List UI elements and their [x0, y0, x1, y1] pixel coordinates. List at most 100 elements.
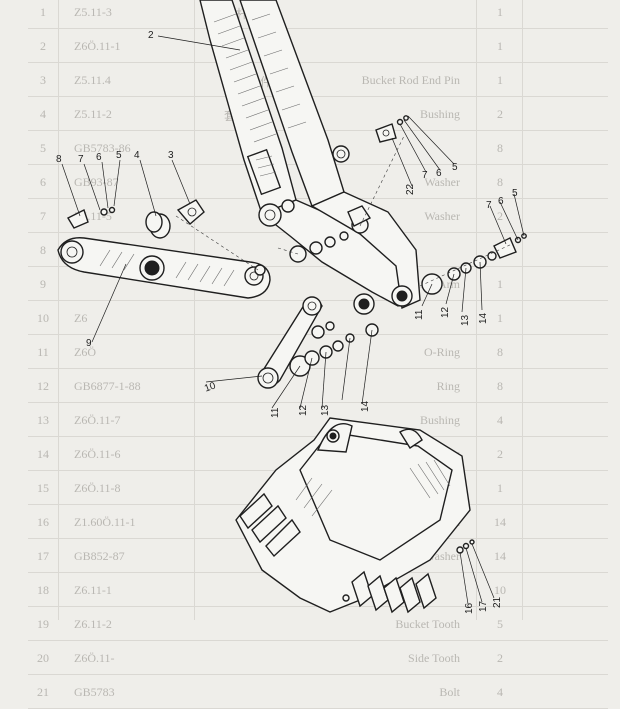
part-number: Z6	[74, 311, 88, 325]
callout-13: 13	[460, 314, 471, 326]
row-number: 15	[37, 481, 49, 495]
quantity: 4	[497, 413, 503, 427]
callout-4: 4	[134, 150, 140, 161]
quantity: 2	[497, 651, 503, 665]
table-column-rule	[476, 0, 477, 620]
part-number: GB6877-1-88	[74, 379, 141, 393]
callout-5: 5	[452, 162, 458, 173]
row-number: 13	[37, 413, 49, 427]
leader-lines	[61, 35, 525, 605]
part-number: Z6Ö.11-8	[74, 481, 121, 495]
quantity: 8	[497, 345, 503, 359]
row-number: 20	[37, 651, 49, 665]
english-name: O-Ring	[424, 345, 460, 359]
part-number: Z5.11-2	[74, 107, 112, 121]
quantity: 4	[497, 685, 503, 699]
quantity: 1	[497, 39, 503, 53]
quantity: 1	[497, 481, 503, 495]
table-row: 21 GB5783 Bolt 4	[28, 674, 608, 709]
table-column-rule	[194, 0, 195, 620]
callout-6: 6	[436, 168, 442, 179]
callout-3: 3	[168, 150, 174, 161]
stick-arm-assembly	[199, 0, 421, 315]
part-number: Z5.11-3	[74, 5, 112, 19]
quantity: 10	[494, 583, 506, 597]
row-number: 6	[40, 175, 46, 189]
callout-7: 7	[486, 200, 492, 211]
row-number: 4	[40, 107, 46, 121]
callout-7: 7	[78, 154, 84, 165]
row-number: 5	[40, 141, 46, 155]
quantity: 1	[497, 311, 503, 325]
callout-12: 12	[440, 306, 451, 318]
quantity: 2	[497, 107, 503, 121]
part-number: Z1.60Ö.11-1	[74, 515, 136, 529]
quantity: 8	[497, 141, 503, 155]
row-number: 11	[37, 345, 49, 359]
english-name: Ring	[436, 379, 460, 393]
bucket	[235, 417, 475, 614]
callout-21: 21	[492, 596, 503, 608]
row-number: 16	[37, 515, 49, 529]
part-number: Z6Ö	[74, 345, 96, 359]
callout-9: 9	[86, 338, 92, 349]
callout-6: 6	[96, 152, 102, 163]
part-number: Z6Ö.11-7	[74, 413, 121, 427]
callout-16: 16	[464, 602, 475, 614]
english-name: Washer	[424, 175, 460, 189]
table-row: 11 Z6Ö O-Ring 8	[28, 334, 608, 369]
english-name: Bolt	[439, 685, 460, 699]
quantity: 2	[497, 447, 503, 461]
callout-17: 17	[478, 600, 489, 612]
callout-8: 8	[56, 154, 62, 165]
quantity: 1	[497, 5, 503, 19]
callout-14: 14	[360, 400, 371, 412]
quantity: 1	[497, 73, 503, 87]
table-row: 20 Z6Ö.11- Side Tooth 2	[28, 640, 608, 675]
row-number: 12	[37, 379, 49, 393]
callout-10: 10	[203, 380, 218, 394]
row-number: 3	[40, 73, 46, 87]
link-bar	[257, 296, 323, 389]
callout-22: 22	[405, 183, 416, 195]
table-row: 12 GB6877-1-88 Ring 8	[28, 368, 608, 403]
callout-numbers: 2 8 7 6 5 4 3 22 7 6 5 7 6 5 9 10 11 12 …	[56, 30, 518, 614]
callout-13: 13	[320, 404, 331, 416]
row-number: 8	[40, 243, 46, 257]
assembly-centre-lines	[175, 135, 513, 287]
row-number: 1	[40, 5, 46, 19]
exploded-view-drawing: 2 8 7 6 5 4 3 22 7 6 5 7 6 5 9 10 11 12 …	[56, 0, 527, 614]
english-name: Bucket Rod End Pin	[361, 73, 460, 87]
table-column-rule	[522, 0, 523, 620]
part-number: GB5783-86	[74, 141, 131, 155]
part-number: GB852-87	[74, 549, 125, 563]
part-number: GB93-87	[74, 175, 119, 189]
english-name: Bushing	[419, 107, 460, 121]
quantity: 8	[497, 175, 503, 189]
part-number: Z6Ö.11-1	[74, 39, 121, 53]
row-number: 10	[37, 311, 49, 325]
part-number: GB5783	[74, 685, 115, 699]
part-number: Z6Ö.11-6	[74, 447, 121, 461]
callout-7: 7	[422, 170, 428, 181]
english-name: Washer	[424, 209, 460, 223]
quantity: 8	[497, 379, 503, 393]
english-name: Side Tooth	[408, 651, 460, 665]
callout-11: 11	[414, 309, 425, 320]
row-number: 18	[37, 583, 49, 597]
callout-12: 12	[298, 404, 309, 416]
table-column-rule	[58, 0, 59, 620]
callout-5: 5	[116, 150, 122, 161]
callout-6: 6	[498, 196, 504, 207]
part-number: Z5.11.4	[74, 73, 111, 87]
callout-5: 5	[512, 188, 518, 199]
english-name: Bushing	[419, 413, 460, 427]
row-number: 17	[37, 549, 49, 563]
row-number: 9	[40, 277, 46, 291]
row-number: 2	[40, 39, 46, 53]
row-number: 21	[37, 685, 49, 699]
part-number: Z6Ö.11-	[74, 651, 115, 665]
quantity: 14	[494, 515, 506, 529]
row-number: 14	[37, 447, 49, 461]
pushing-arm	[57, 237, 271, 299]
